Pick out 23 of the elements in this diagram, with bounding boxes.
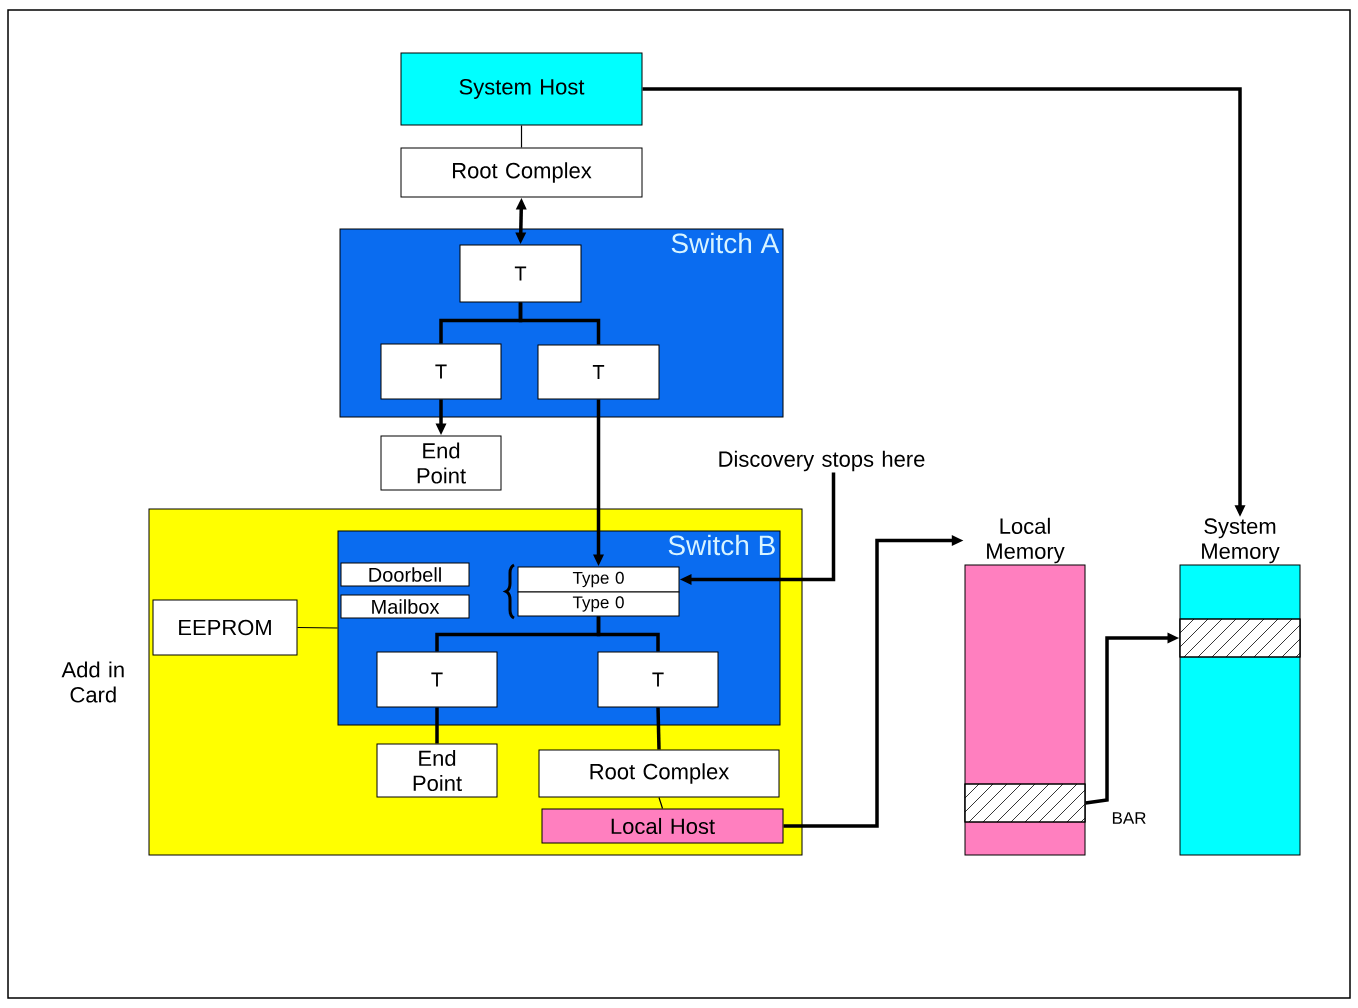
node-label: Local Memory [987, 517, 1065, 564]
root-complex-box: Root Complex [538, 749, 780, 798]
host-box: Local Host [541, 808, 784, 844]
endpoint-box: End Point [376, 743, 498, 798]
register-box: Mailbox [340, 594, 470, 619]
host-box: System Host [400, 52, 643, 126]
node-label: System Memory [1202, 518, 1280, 564]
port-box: T [376, 651, 498, 708]
text-label: BAR [1112, 812, 1146, 824]
port-box: T [597, 651, 719, 708]
root-complex-box: Root Complex [400, 147, 643, 198]
node-label: Add in Card [61, 661, 124, 703]
endpoint-box: End Point [380, 435, 502, 491]
register-box: Doorbell [340, 562, 470, 587]
callout-text: Discovery stops here [719, 450, 925, 472]
eeprom-box: EEPROM [152, 599, 298, 656]
config-box: Type 0 [517, 591, 680, 617]
config-box: Type 0 [517, 566, 680, 593]
hatched-region [964, 783, 1086, 823]
port-box: T [380, 343, 502, 400]
hatched-region [1179, 618, 1301, 658]
port-box: T [459, 244, 582, 303]
port-box: T [537, 344, 660, 400]
